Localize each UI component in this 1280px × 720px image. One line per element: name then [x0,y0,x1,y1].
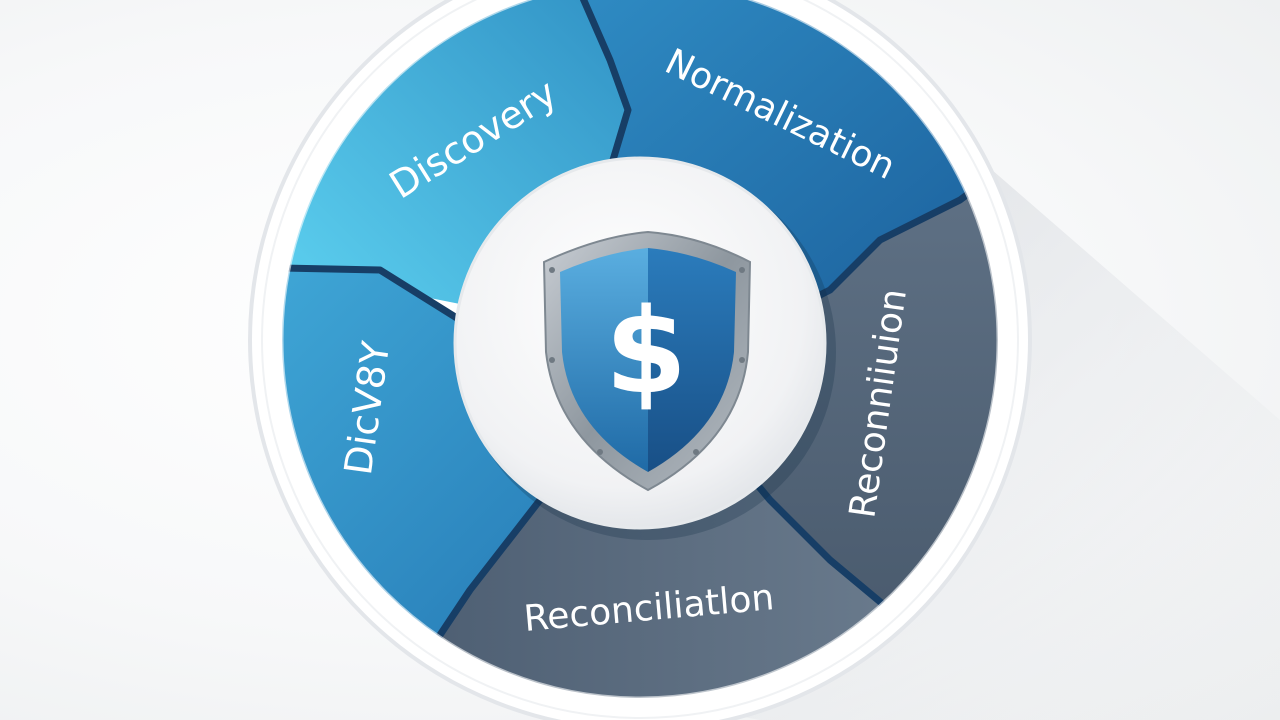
segment-reconnaissance [640,170,998,620]
shield-dollar-icon: $ [542,230,752,492]
segment-reconciliation [430,340,960,698]
dollar-symbol: $ [605,282,687,420]
